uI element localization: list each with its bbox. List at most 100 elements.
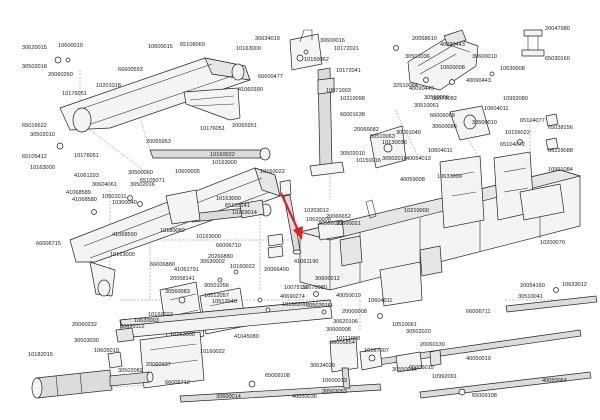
highlight-arrow: [280, 192, 303, 240]
part-number-label: 30500060: [128, 170, 153, 176]
part-number-label: 30566022: [318, 221, 343, 227]
part-number-label: 30620112: [120, 324, 144, 330]
part-number-label: 65105412: [22, 154, 47, 160]
part-number-label: 10501011: [102, 194, 126, 200]
part-number-label: 30620106: [333, 319, 358, 325]
part-number-label: 10111008: [336, 336, 360, 342]
part-number-label: 10600010: [58, 43, 83, 49]
part-number-label: 41068590: [112, 232, 137, 238]
part-number-label: 10071003: [326, 88, 351, 94]
part-number-label: 30600021: [336, 221, 361, 227]
part-number-label: 30502016: [382, 156, 407, 162]
part-number-label: 10163000: [196, 234, 221, 240]
part-number-label: 30503030: [74, 338, 99, 344]
part-number-label: 10176051: [74, 153, 99, 159]
part-number-label: 10604011: [428, 148, 452, 154]
part-number-label: 41061791: [174, 267, 199, 273]
part-number-label: 66600593: [118, 67, 143, 73]
part-number-label: 10310098: [340, 96, 365, 102]
part-number-label: 66006068: [430, 113, 455, 119]
hydraulic-cylinder: [31, 369, 154, 399]
part-number-label: 20066682: [354, 127, 379, 133]
part-number-label: 10130036: [382, 140, 407, 146]
part-number-label: 40090443: [409, 86, 434, 92]
main-frame-assembly: [299, 151, 582, 307]
part-number-label: 65105071: [140, 178, 165, 184]
part-number-label: 10633012: [562, 282, 587, 288]
part-number-label: 10992080: [503, 96, 528, 102]
part-number-label: 10176051: [62, 91, 87, 97]
part-number-label: 20060232: [72, 322, 97, 328]
part-number-label: 10300040: [112, 200, 137, 206]
part-number-label: 20065953: [146, 139, 171, 145]
part-number-label: 66006711: [466, 309, 490, 315]
part-number-label: 30502010: [30, 132, 55, 138]
part-number-label: 65104072: [500, 142, 525, 148]
part-number-label: 30560083: [165, 289, 190, 295]
part-number-label: 20000008: [342, 309, 367, 315]
part-number-label: 20058141: [170, 276, 195, 282]
part-number-label: 10991084: [548, 167, 573, 173]
part-number-label: 41068589: [66, 190, 91, 196]
lower-arm-assembly: [69, 147, 292, 297]
part-number-label: 10160022: [260, 169, 285, 175]
part-number-label: 10201018: [96, 83, 121, 89]
part-number-label: 65106069: [180, 42, 205, 48]
part-number-label: 30604061: [92, 182, 117, 188]
part-number-label: 66600477: [258, 74, 283, 80]
part-number-label: 66006712: [165, 380, 190, 386]
part-number-label: 20047980: [545, 26, 570, 32]
part-number-label: 30502018: [22, 64, 47, 70]
part-number-label: 10167007: [364, 348, 389, 354]
part-number-label: 30070082: [432, 96, 457, 102]
part-number-label: 10160022: [200, 349, 225, 355]
part-number-label: 20058610: [412, 36, 437, 42]
part-number-label: 41061293: [74, 173, 99, 179]
part-number-label: 10512057: [204, 293, 229, 299]
part-number-label: 66006710: [216, 243, 241, 249]
part-number-label: 30550014: [392, 367, 417, 373]
part-number-label: 10510061: [392, 322, 417, 328]
part-number-label: 30600012: [315, 276, 340, 282]
part-number-label: 10210000: [404, 208, 429, 214]
part-number-label: 65229088: [548, 148, 573, 154]
part-number-label: 10180082: [160, 228, 185, 234]
part-number-label: 10172041: [336, 68, 361, 74]
part-number-label: 30502010: [340, 151, 365, 157]
part-number-label: 40050036: [292, 394, 317, 400]
part-number-label: 40050019: [466, 356, 491, 362]
part-number-label: 10633009: [437, 174, 462, 180]
part-number-label: 10160022: [210, 152, 235, 158]
part-number-label: 41060390: [238, 87, 263, 93]
part-number-label: 30634020: [310, 363, 335, 369]
part-number-label: 10163000: [236, 46, 261, 52]
part-number-label: 10203012: [304, 208, 329, 214]
part-number-label: 10150062: [304, 57, 329, 63]
part-number-label: 10600015: [148, 44, 173, 50]
part-number-label: 10620009: [306, 217, 331, 223]
long-rods: [179, 295, 598, 403]
part-number-label: 10150016: [356, 158, 381, 164]
part-number-label: 30503053: [322, 389, 347, 395]
part-number-label: 10630003: [134, 318, 159, 324]
hitch-bracket-assembly: [369, 105, 559, 169]
part-number-label: 30502016: [306, 303, 331, 309]
part-number-label: 20065951: [232, 123, 257, 129]
part-number-label: 20066652: [326, 214, 351, 220]
part-number-label: 40050064: [542, 378, 567, 384]
part-number-label: 10992091: [432, 374, 457, 380]
part-number-label: 32510064: [393, 83, 418, 89]
part-number-label: 65038156: [548, 125, 573, 131]
part-number-label: 30600086: [432, 124, 457, 130]
part-number-label: 10176051: [200, 126, 225, 132]
part-number-label: 30500010: [472, 120, 497, 126]
part-number-label: 40690274: [280, 294, 305, 300]
part-number-label: 30600016: [320, 38, 345, 44]
part-number-label: 30510041: [518, 294, 543, 300]
fasteners: [54, 45, 559, 319]
part-number-label: 40090443: [466, 78, 491, 84]
part-number-label: 30501036: [405, 54, 430, 60]
part-number-label: 10163000: [216, 196, 241, 202]
